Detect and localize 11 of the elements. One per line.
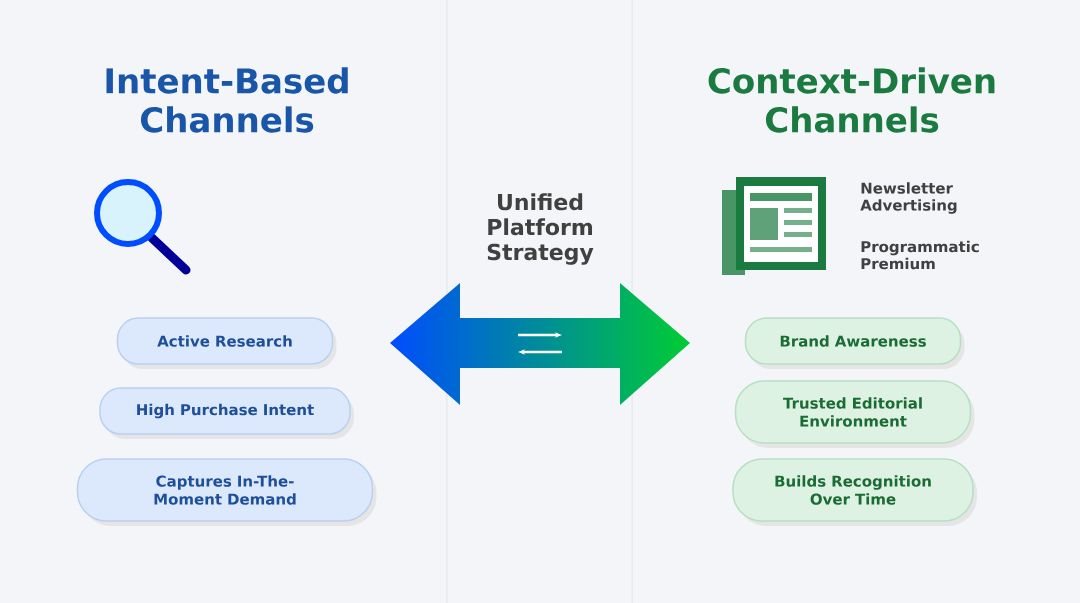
channel-name: Programmatic Premium [861, 240, 979, 270]
pill-box: Brand Awareness [744, 317, 965, 369]
pill-box: Captures In-The-Moment Demand [76, 458, 377, 526]
pill-box: Trusted Editorial Environment [734, 380, 975, 448]
pill-box: High Purchase Intent [99, 387, 354, 439]
center-title: Unified Platform Strategy [487, 193, 594, 265]
pill-box: Active Research [116, 317, 337, 369]
pill-box: Builds Recognition Over Time [732, 458, 977, 526]
heading: Intent-Based Channels [106, 67, 348, 133]
heading: Context-Driven Channels [708, 67, 995, 133]
channel-name: Newsletter Advertising [860, 182, 957, 214]
